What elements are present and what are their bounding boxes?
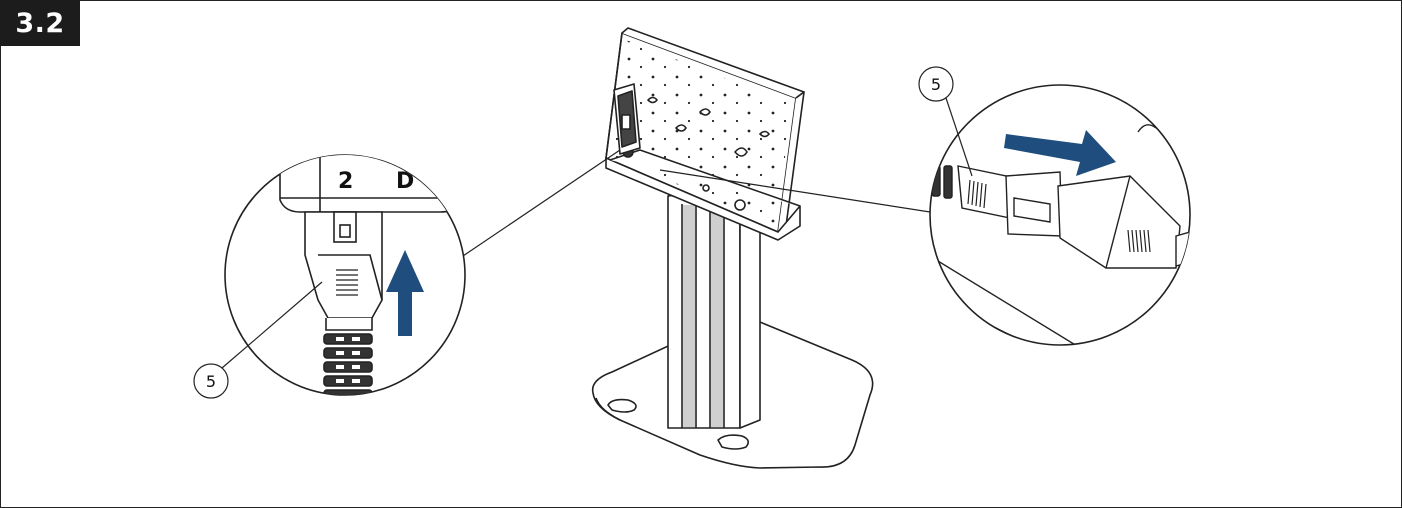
stand-column: [667, 195, 741, 429]
callout-right-number: 5: [931, 75, 941, 94]
push-right-arrow: [1004, 130, 1116, 176]
detail-circle-right: [929, 84, 1191, 346]
step-number-badge: 3.2: [0, 0, 80, 46]
mounting-tray: [605, 157, 801, 241]
callout-left: 5: [193, 363, 229, 399]
callout-right: 5: [918, 66, 954, 102]
callout-left-number: 5: [206, 372, 216, 391]
detail-circle-left: 2 D: [221, 154, 466, 396]
monitor-stand: [591, 27, 874, 469]
leader-lines: [459, 149, 931, 259]
base-slot-right: [717, 434, 750, 450]
socket-label-d: D: [396, 169, 414, 194]
base-slot-left: [607, 398, 637, 413]
socket-label-2: 2: [338, 169, 353, 194]
push-up-arrow: [386, 250, 424, 336]
